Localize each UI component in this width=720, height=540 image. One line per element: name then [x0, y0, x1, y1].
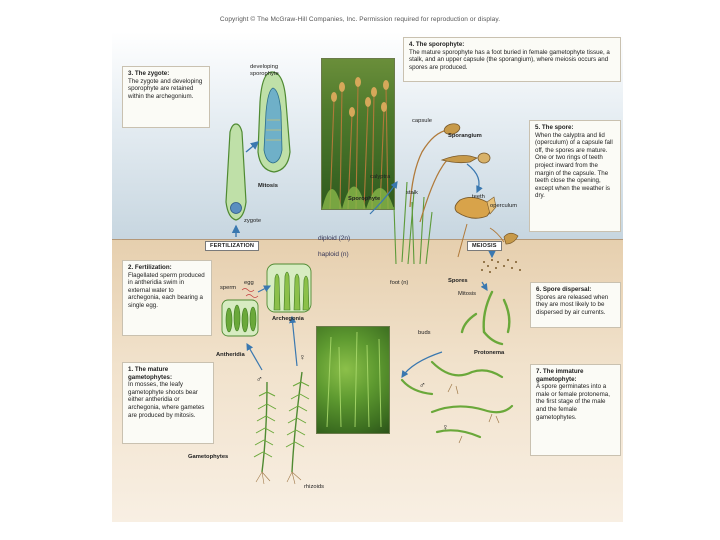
mitosis-label-2: Mitosis: [458, 291, 476, 298]
step-immature-body: A spore germinates into a male or female…: [536, 383, 615, 421]
antheridia-drawing: [222, 300, 258, 336]
zygote-label: zygote: [244, 218, 261, 225]
sperm-drawing: [242, 289, 258, 298]
sperm-label: sperm: [220, 285, 236, 292]
step-gametophytes-body: In mosses, the leafy gametophyte shoots …: [128, 381, 208, 419]
protonema-drawing: [462, 292, 509, 344]
step-fertilization-head: 2. Fertilization:: [128, 264, 206, 272]
archegonia-drawing: [267, 264, 311, 312]
diploid-label: diploid (2n): [318, 235, 350, 242]
foot-label: foot (n): [390, 280, 408, 287]
spores-label: Spores: [448, 278, 468, 285]
calyptra-label: calyptra: [370, 174, 390, 181]
step-zygote-box: 3. The zygote: The zygote and developing…: [122, 66, 210, 128]
developing-sporophyte-drawing: [258, 72, 290, 172]
archegonia-label: Archegonia: [272, 316, 304, 323]
step-fertilization-box: 2. Fertilization: Flagellated sperm prod…: [122, 260, 212, 336]
sporangium-enlarged: [442, 153, 490, 163]
haploid-label: haploid (n): [318, 251, 349, 258]
female-symbol-2: ♀: [442, 424, 449, 431]
sporophyte-label: Sporophyte: [348, 196, 380, 203]
antheridia-label: Antheridia: [216, 352, 245, 359]
step-sporophyte-head: 4. The sporophyte:: [409, 41, 615, 49]
teeth-label: teeth: [472, 194, 485, 201]
step-dispersal-head: 6. Spore dispersal:: [536, 286, 615, 294]
spores-cluster: [481, 259, 521, 273]
copyright-notice: Copyright © The McGraw-Hill Companies, I…: [0, 16, 720, 23]
step-immature-head: 7. The immature gametophyte:: [536, 368, 615, 383]
step-spore-box: 5. The spore: When the calyptra and lid …: [529, 120, 621, 232]
young-gametophytes-drawing: [402, 362, 512, 437]
stalk-label: stalk: [406, 190, 418, 197]
mitosis-label-1: Mitosis: [258, 183, 278, 190]
protonema-label: Protonema: [474, 350, 504, 357]
step-immature-box: 7. The immature gametophyte: A spore ger…: [530, 364, 621, 456]
gametophytes-label: Gametophytes: [188, 454, 228, 461]
male-symbol-1: ♂: [256, 376, 263, 383]
step-fertilization-body: Flagellated sperm produced in antheridia…: [128, 272, 206, 310]
sporangium-label: Sporangium: [448, 133, 482, 140]
zygote-archegonium-drawing: [226, 124, 246, 220]
male-symbol-2: ♂: [419, 382, 426, 389]
developing-sporophyte-label: developing sporophyte: [250, 64, 279, 77]
step-spore-body: When the calyptra and lid (operculum) of…: [535, 132, 615, 200]
step-spore-head: 5. The spore:: [535, 124, 615, 132]
mature-gametophytes-drawing: [254, 372, 309, 484]
step-zygote-body: The zygote and developing sporophyte are…: [128, 78, 204, 101]
step-sporophyte-body: The mature sporophyte has a foot buried …: [409, 49, 615, 72]
step-zygote-head: 3. The zygote:: [128, 70, 204, 78]
fertilization-tag: FERTILIZATION: [205, 241, 259, 251]
step-sporophyte-box: 4. The sporophyte: The mature sporophyte…: [403, 37, 621, 82]
step-dispersal-box: 6. Spore dispersal: Spores are released …: [530, 282, 621, 328]
moss-life-cycle-diagram: 4. The sporophyte: The mature sporophyte…: [112, 32, 623, 522]
step-gametophytes-box: 1. The mature gametophytes: In mosses, t…: [122, 362, 214, 444]
egg-label: egg: [244, 280, 254, 287]
meiosis-tag: MEIOSIS: [467, 241, 502, 251]
step-gametophytes-head: 1. The mature gametophytes:: [128, 366, 208, 381]
female-symbol-1: ♀: [299, 354, 306, 361]
step-dispersal-body: Spores are released when they are most l…: [536, 294, 615, 317]
operculum-label: operculum: [490, 203, 517, 210]
buds-label: buds: [418, 330, 431, 337]
capsule-label: capsule: [412, 118, 432, 125]
rhizoids-label: rhizoids: [304, 484, 324, 491]
